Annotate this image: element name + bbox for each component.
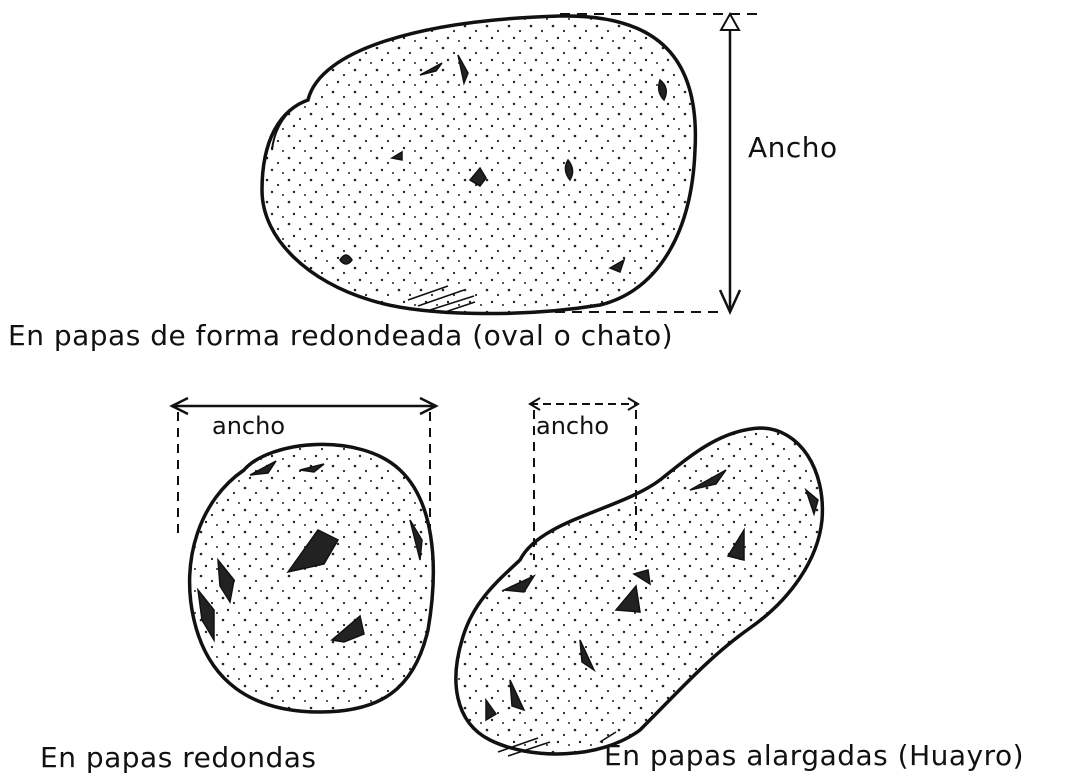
round-potato [190, 444, 434, 712]
oval-potato-outline [262, 16, 695, 314]
round-caption: En papas redondas [40, 744, 316, 772]
long-width-label: ancho [536, 414, 609, 438]
round-width-label: ancho [212, 414, 285, 438]
long-potato [456, 428, 822, 756]
oval-width-label: Ancho [748, 134, 838, 162]
oval-caption: En papas de forma redondeada (oval o cha… [8, 322, 673, 350]
oval-potato [262, 16, 695, 314]
long-caption: En papas alargadas (Huayro) [604, 742, 1024, 770]
